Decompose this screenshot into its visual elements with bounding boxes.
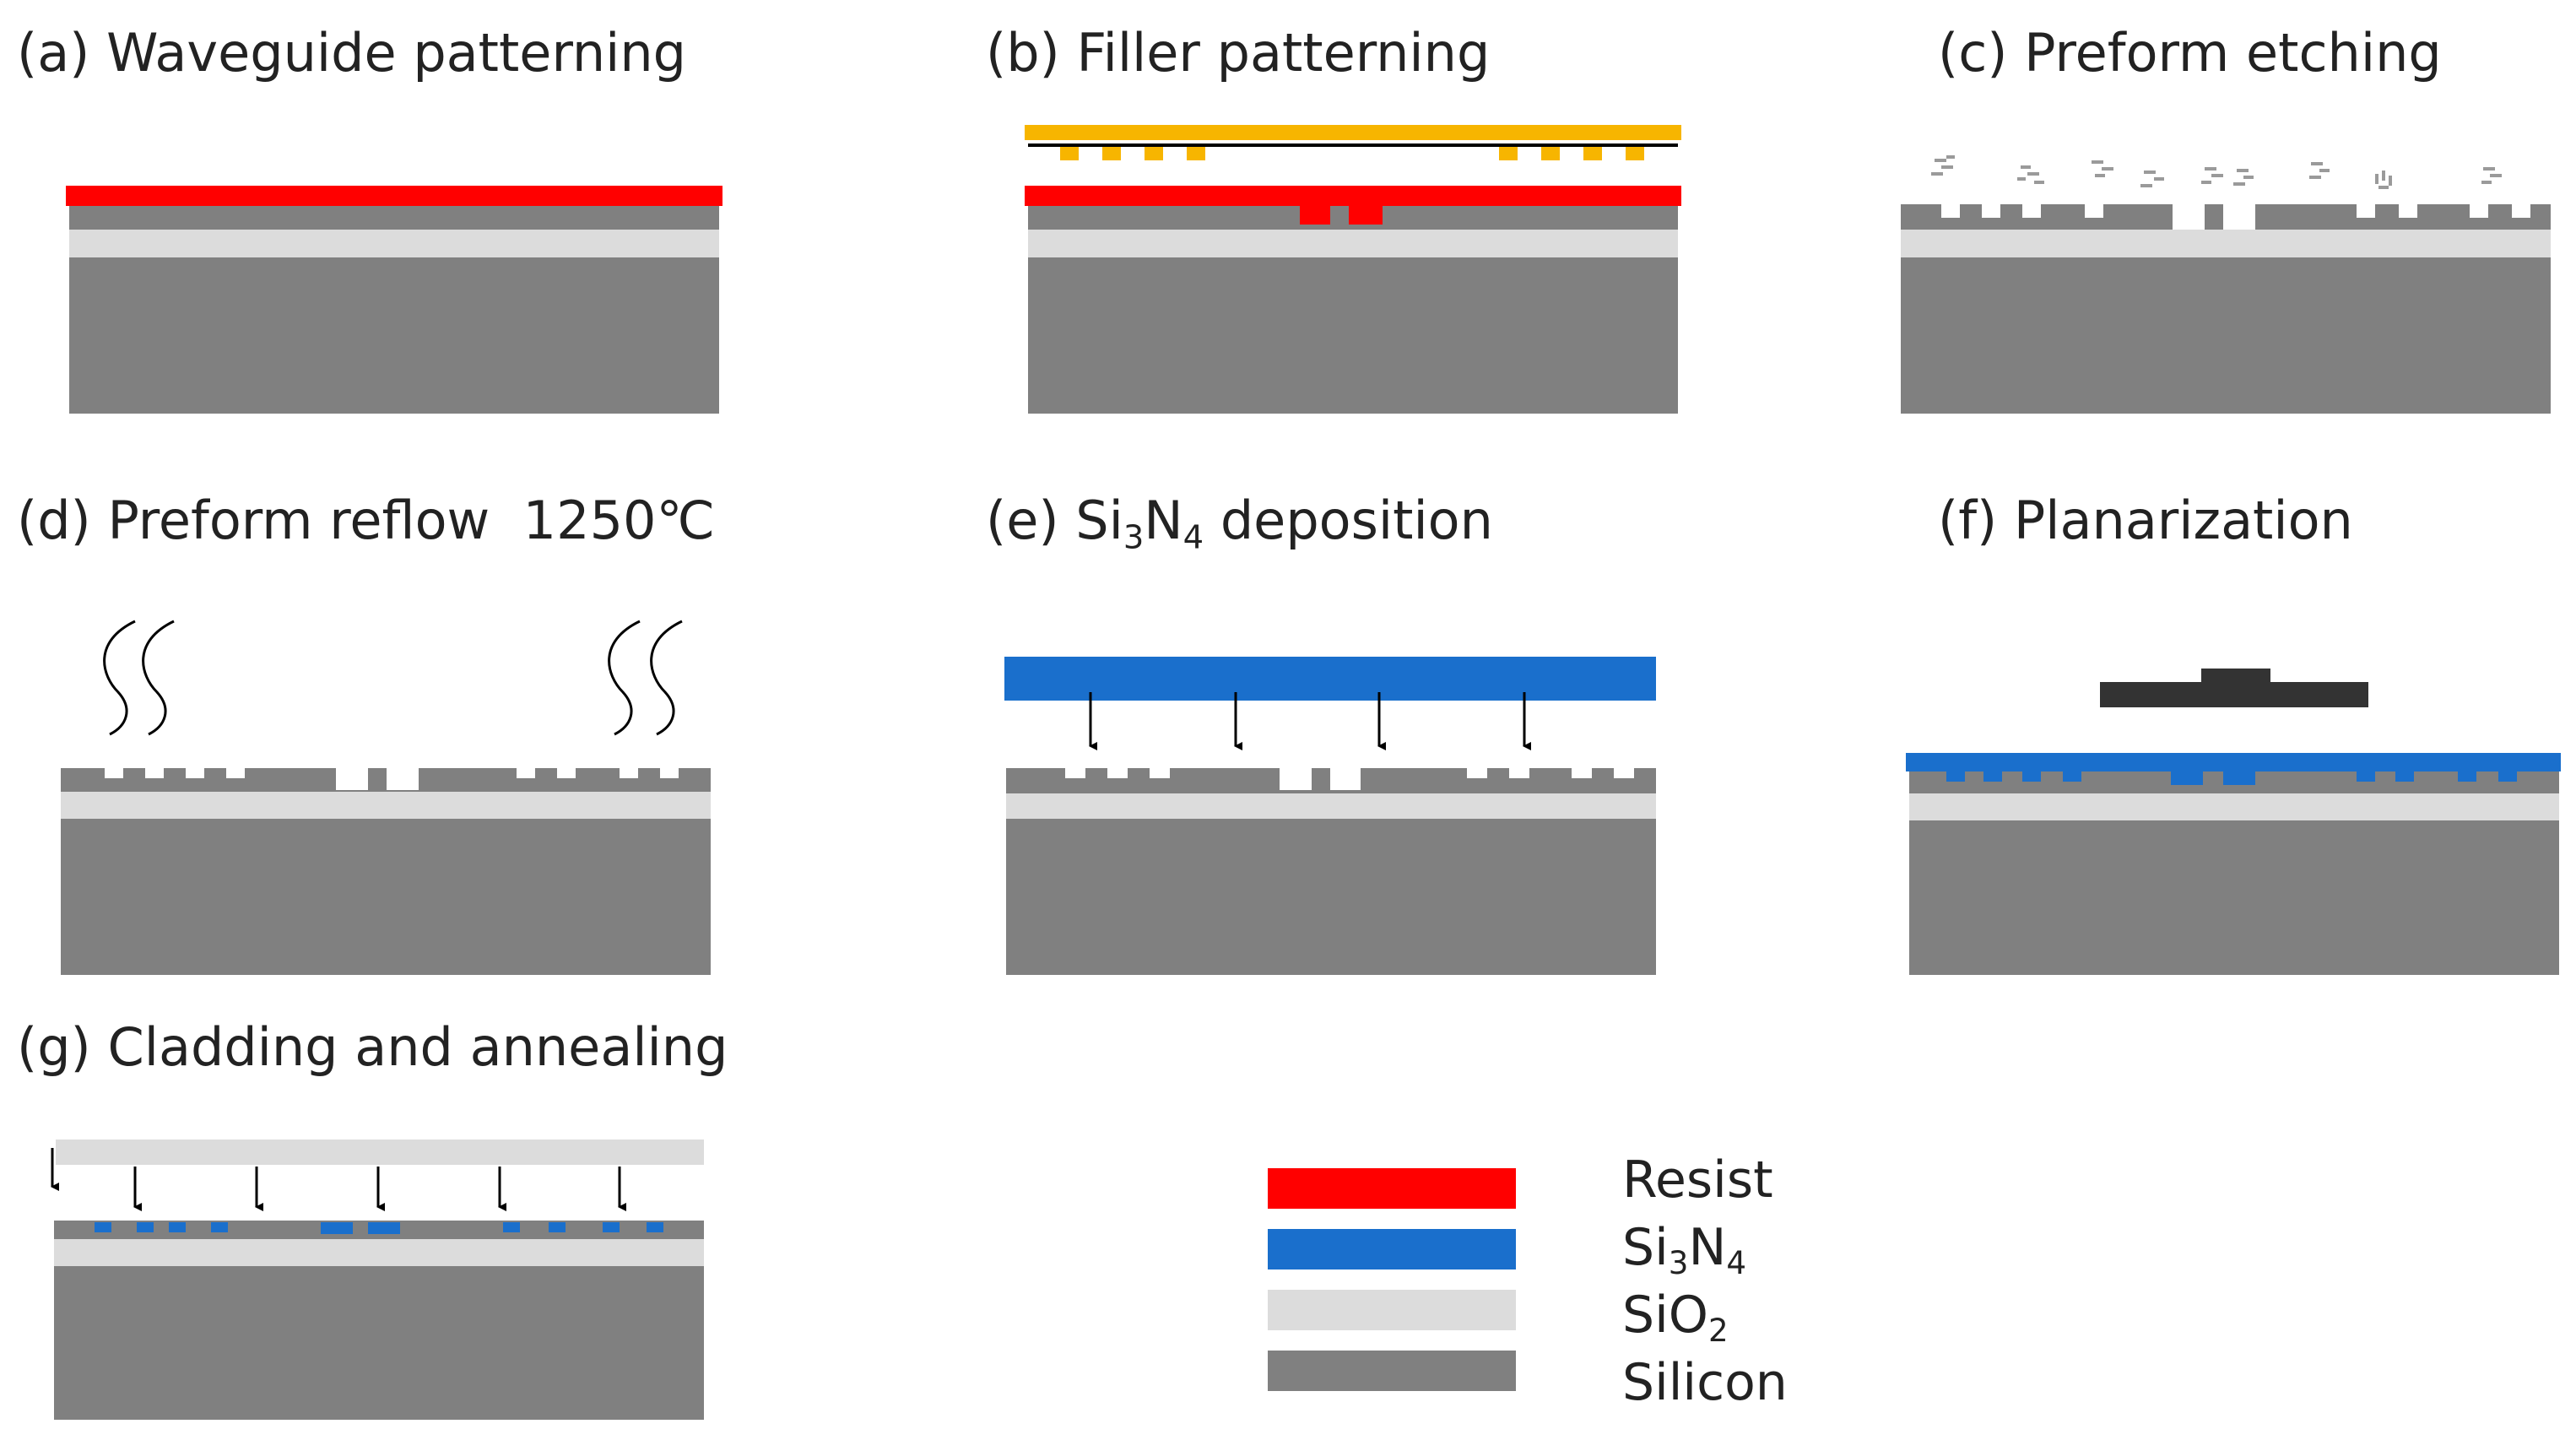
resist-filler-block [1349, 203, 1383, 225]
panel-b-title: (b) Filler patterning [986, 22, 1491, 84]
legend-si3n4-s2: 4 [1726, 1244, 1746, 1282]
mask-plate [1025, 125, 1681, 140]
legend [1268, 1168, 1516, 1391]
legend-sio2-swatch [1268, 1290, 1516, 1330]
sio2-layer [1028, 230, 1678, 257]
panel-f-title: (f) Planarization [1938, 490, 2353, 551]
panel-a-stack [66, 186, 722, 414]
panel-d-label: (d) Preform reflow [17, 490, 490, 551]
heat-wave [608, 620, 641, 736]
legend-sio2-pre: SiO [1622, 1286, 1708, 1345]
resist-filler-block [1300, 203, 1330, 225]
mask-feature [1060, 147, 1079, 160]
heat-waves-right [608, 620, 683, 736]
silicon-substrate [1006, 819, 1656, 975]
panel-d-stack [61, 620, 711, 975]
debris-cluster [1931, 155, 1955, 176]
sio2-layer [61, 792, 711, 819]
panel-e-mid: N [1144, 490, 1183, 551]
legend-silicon-label: Silicon [1622, 1353, 1788, 1412]
panel-e-sub2: 4 [1182, 518, 1204, 557]
debris-cluster [2201, 167, 2254, 186]
debris-cluster [2481, 167, 2502, 184]
legend-si3n4-label: Si3N4 [1622, 1222, 1746, 1279]
panel-d-temperature: 1250℃ [522, 490, 716, 551]
panel-e-sub1: 3 [1123, 518, 1145, 557]
legend-resist-swatch [1268, 1168, 1516, 1209]
panel-f-stack [1906, 669, 2561, 975]
legend-silicon-swatch [1268, 1351, 1516, 1391]
panel-e-suffix: deposition [1204, 490, 1493, 551]
silicon-device-layer [69, 204, 719, 230]
polishing-pad [2100, 669, 2368, 707]
debris-cluster [2017, 165, 2044, 184]
heat-waves-left [103, 620, 175, 736]
panel-c-stack [1901, 155, 2551, 414]
mask-feature [1102, 147, 1121, 160]
etch-debris [1931, 155, 2502, 189]
silicon-pattern-layer [1006, 768, 1656, 793]
mask-feature [1541, 147, 1560, 160]
si3n4-filled-trenches [1946, 770, 2517, 785]
heat-wave [142, 620, 175, 736]
sio2-layer [1901, 230, 2551, 257]
debris-cluster [2140, 171, 2164, 187]
legend-si3n4-pre: Si [1622, 1218, 1669, 1277]
mask-feature [1626, 147, 1644, 160]
etched-silicon-layer [1901, 204, 2551, 230]
panel-d-title: (d) Preform reflow 1250℃ [17, 495, 715, 547]
debris-cluster [2375, 171, 2392, 189]
panel-g-stack [51, 1140, 704, 1420]
mask-feature [1583, 147, 1602, 160]
panel-g-title: (g) Cladding and annealing [17, 1016, 728, 1078]
deposition-source [1004, 657, 1656, 701]
si3n4-film [1906, 753, 2561, 771]
legend-si3n4-s1: 3 [1668, 1244, 1689, 1282]
cladding-source [56, 1140, 704, 1165]
panel-c-title: (c) Preform etching [1938, 22, 2442, 84]
legend-sio2-label: SiO2 [1622, 1290, 1729, 1346]
sio2-layer [69, 230, 719, 257]
mask-feature [1187, 147, 1205, 160]
panel-b-stack [1025, 125, 1681, 414]
silicon-substrate [61, 819, 711, 975]
debris-cluster [2092, 160, 2113, 177]
cladding-arrows [51, 1148, 626, 1211]
legend-si3n4-swatch [1268, 1229, 1516, 1269]
sio2-layer [1909, 793, 2559, 820]
si3n4-waveguides [95, 1222, 663, 1234]
resist-layer [66, 186, 722, 206]
panel-e-stack [1004, 657, 1656, 975]
debris-cluster [2309, 162, 2330, 179]
panel-e-prefix: (e) Si [986, 490, 1123, 551]
legend-resist-label: Resist [1622, 1150, 1773, 1210]
mask-feature [1145, 147, 1163, 160]
legend-sio2-s1: 2 [1707, 1312, 1729, 1350]
deposition-arrows [1089, 692, 1531, 750]
heat-wave [650, 620, 683, 736]
panel-a-title: (a) Waveguide patterning [17, 22, 687, 84]
panel-e-title: (e) Si3N4 deposition [986, 495, 1493, 555]
sio2-layer [54, 1239, 704, 1266]
silicon-substrate [1901, 257, 2551, 414]
photomask [1025, 125, 1681, 160]
silicon-substrate [1909, 820, 2559, 975]
silicon-substrate [69, 257, 719, 414]
silicon-substrate [54, 1266, 704, 1420]
legend-si3n4-mid: N [1688, 1218, 1727, 1277]
mask-feature [1499, 147, 1518, 160]
sio2-layer [1006, 793, 1656, 819]
reflowed-silicon-layer [61, 768, 711, 792]
heat-wave [103, 620, 136, 736]
silicon-substrate [1028, 257, 1678, 414]
